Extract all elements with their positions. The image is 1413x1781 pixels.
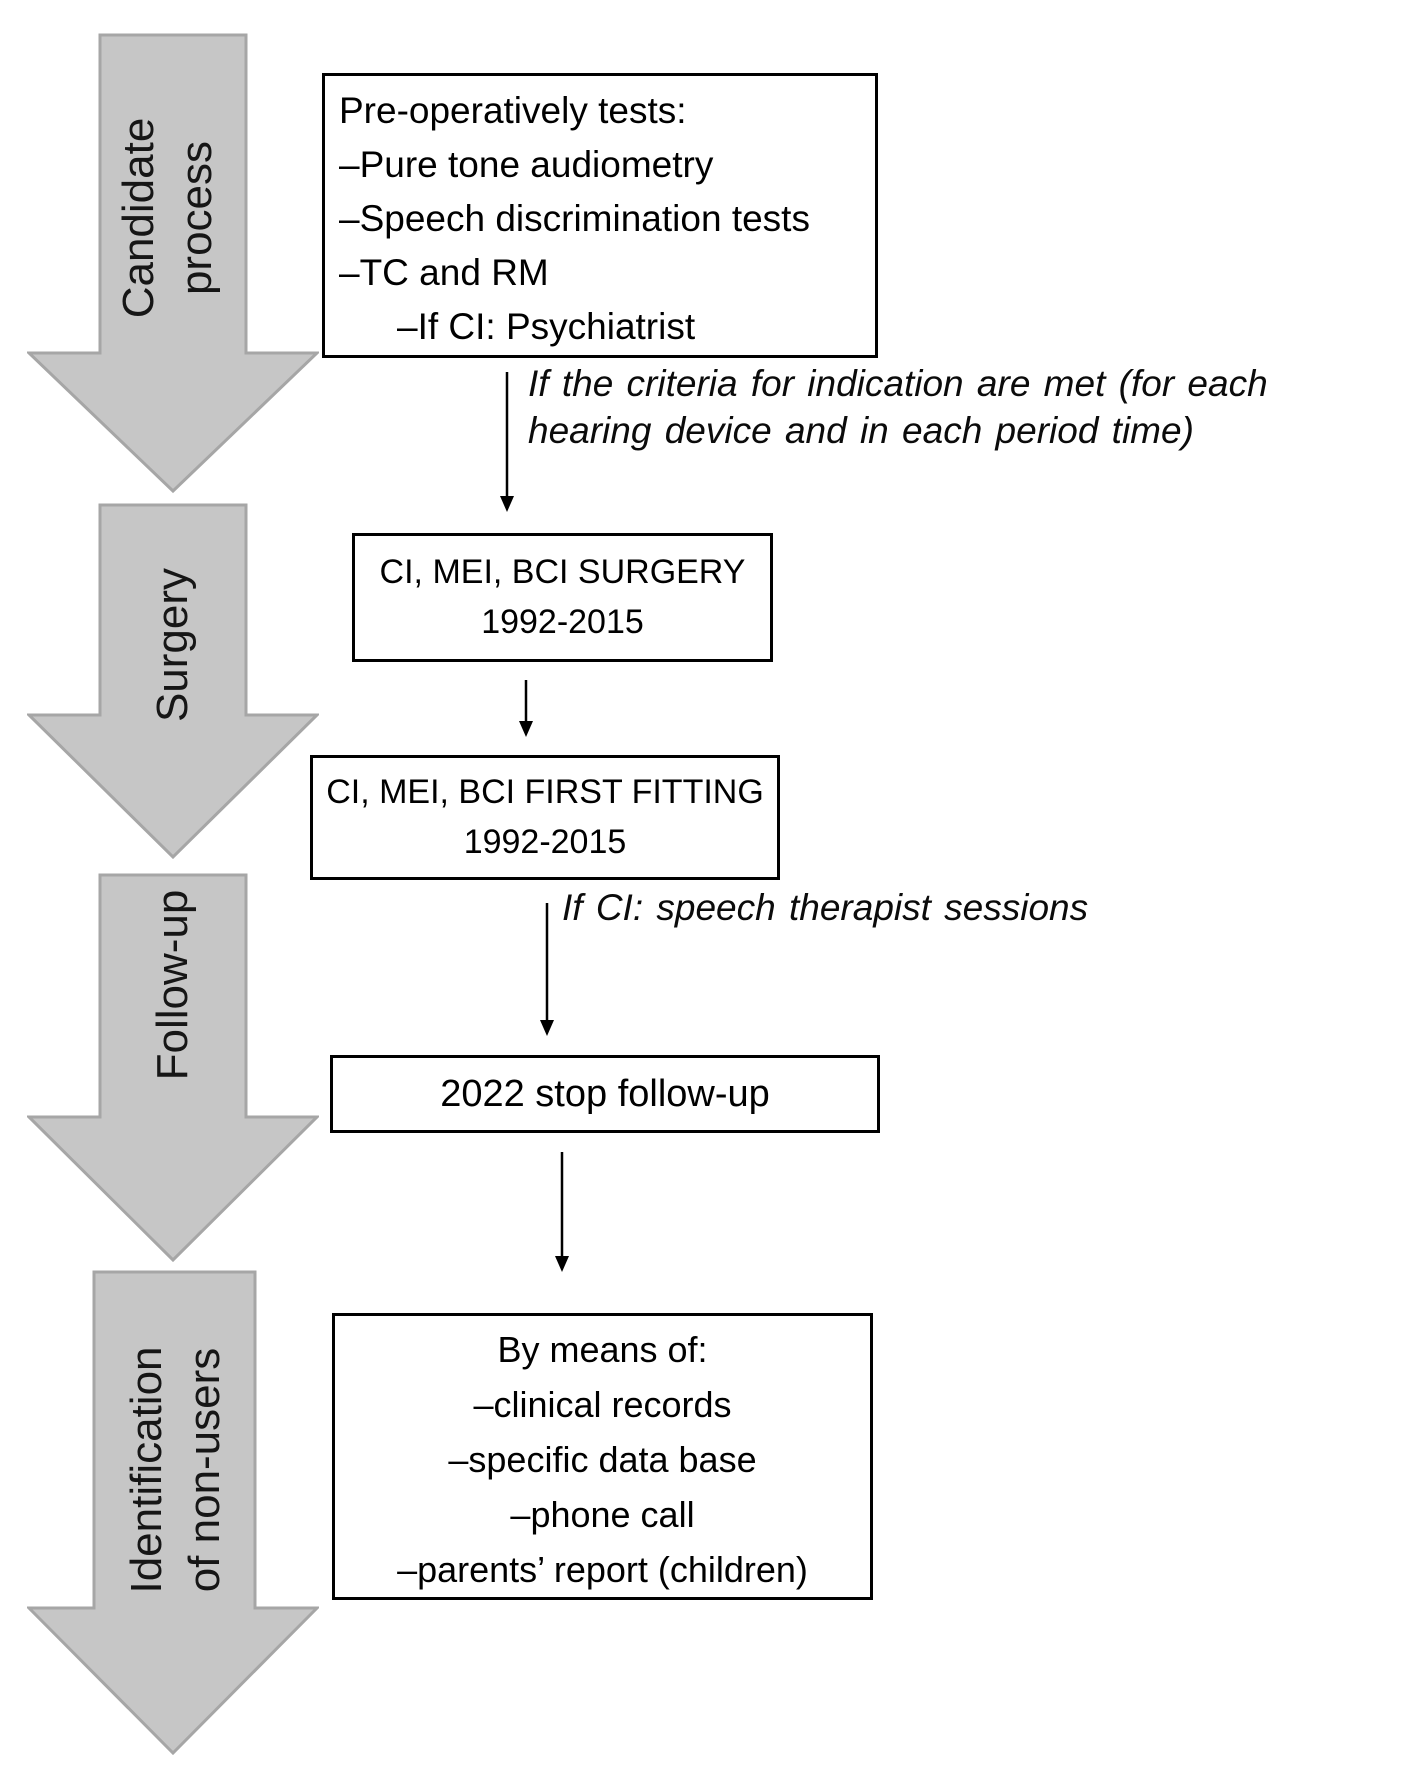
stage-label-line: Candidate	[114, 117, 163, 319]
box-line: –specific data base	[448, 1439, 757, 1480]
stage-label-line: Identification	[122, 1346, 171, 1594]
stage-label-candidate-process: Candidate process	[110, 118, 226, 319]
big-down-arrow-follow-up	[27, 873, 319, 1262]
surgery-box: CI, MEI, BCI SURGERY 1992-2015	[352, 533, 773, 662]
stage-label-line: Surgery	[148, 567, 197, 723]
box-line: –TC and RM	[339, 252, 549, 293]
note-line: hearing device and in each period time)	[528, 410, 1194, 451]
big-down-arrow-candidate-process	[27, 33, 319, 494]
stage-label-identification-of-non-users: Identification of non-users	[118, 1346, 234, 1593]
box-line: –clinical records	[473, 1384, 732, 1425]
box-line: Pre-operatively tests:	[339, 90, 687, 131]
stop-followup-box: 2022 stop follow-up	[330, 1055, 880, 1133]
stage-label-line: Follow-up	[148, 889, 197, 1081]
note-line: If the criteria for indication are met (…	[528, 363, 1268, 404]
box-line: –Speech discrimination tests	[339, 198, 810, 239]
connector-down-arrow-1	[500, 372, 514, 512]
big-down-arrow-identification-of-non-users	[27, 1270, 319, 1755]
stage-label-line: of non-users	[180, 1347, 229, 1593]
stage-label-follow-up: Follow-up	[144, 890, 202, 1081]
box-line: CI, MEI, BCI SURGERY	[379, 553, 746, 591]
preop-tests-box: Pre-operatively tests: –Pure tone audiom…	[322, 73, 878, 358]
stage-label-surgery: Surgery	[144, 568, 202, 722]
box-line: –If CI: Psychiatrist	[397, 306, 696, 347]
box-line: –phone call	[510, 1494, 695, 1535]
first-fitting-box: CI, MEI, BCI FIRST FITTING 1992-2015	[310, 755, 780, 880]
connector-down-arrow-4	[555, 1152, 569, 1272]
box-line: 1992-2015	[463, 823, 627, 861]
box-line: 1992-2015	[481, 603, 644, 641]
connector-down-arrow-2	[519, 680, 533, 737]
box-line: By means of:	[497, 1329, 708, 1370]
box-line: –parents’ report (children)	[397, 1549, 808, 1590]
connector-down-arrow-3	[540, 903, 554, 1036]
stage-label-line: process	[172, 140, 221, 296]
speech-therapist-note: If CI: speech therapist sessions	[562, 884, 1088, 931]
box-line: CI, MEI, BCI FIRST FITTING	[326, 773, 764, 811]
criteria-note: If the criteria for indication are met (…	[528, 360, 1268, 454]
big-down-arrow-surgery	[27, 503, 319, 859]
box-line: –Pure tone audiometry	[339, 144, 714, 185]
box-line: 2022 stop follow-up	[440, 1072, 770, 1115]
note-line: If CI: speech therapist sessions	[562, 887, 1089, 928]
identification-methods-box: By means of: –clinical records –specific…	[332, 1313, 873, 1600]
